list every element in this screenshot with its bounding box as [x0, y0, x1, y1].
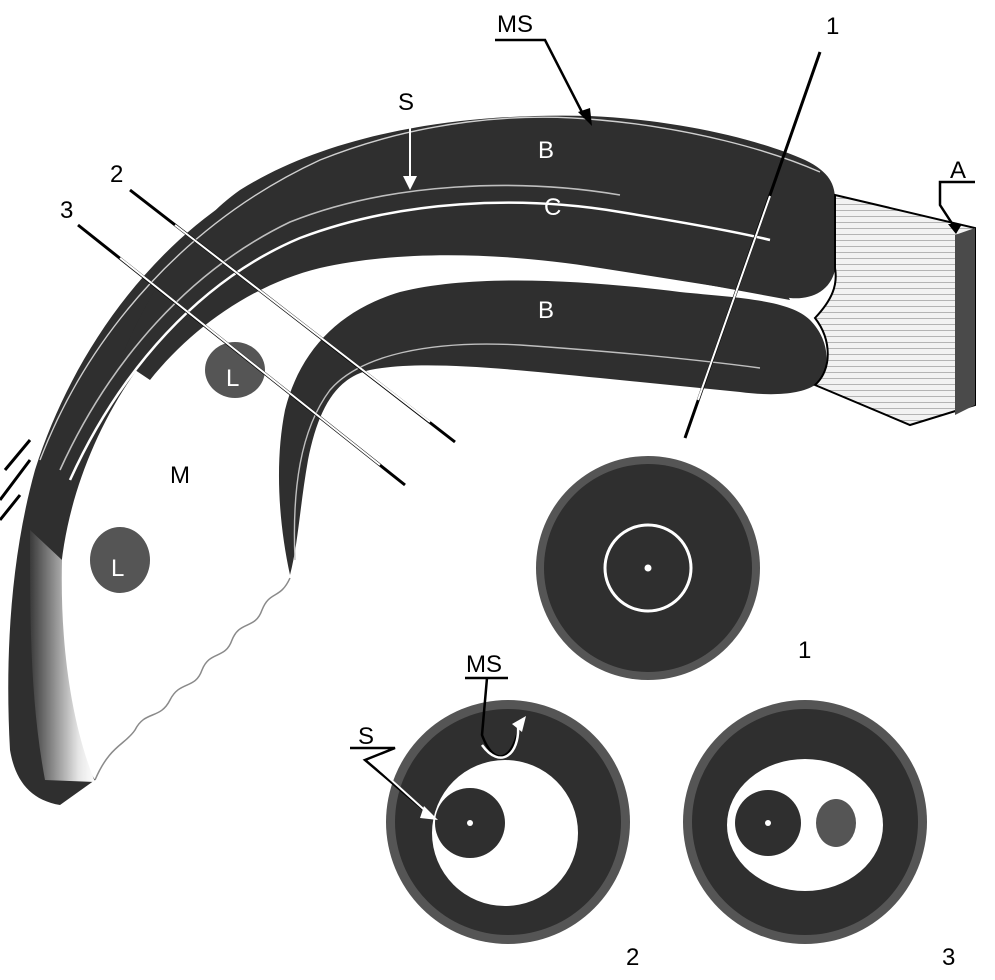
label-m-matrix: M: [170, 462, 190, 489]
label-plane-3: 3: [60, 197, 73, 224]
label-l-upper: L: [226, 365, 239, 392]
label-section-3: 3: [942, 944, 955, 971]
left-tip: [30, 530, 95, 782]
label-a-end: A: [950, 157, 966, 184]
label-b-upper: B: [538, 137, 554, 164]
ms-leader: [495, 40, 585, 118]
tear-line: [95, 578, 290, 780]
left-edge-arrows: [0, 440, 30, 520]
label-b-lower: B: [538, 297, 554, 324]
longitudinal-section: [0, 116, 975, 805]
root-block-a-face: [955, 228, 975, 415]
label-section-1: 1: [798, 637, 811, 664]
label-plane-2: 2: [110, 161, 123, 188]
label-c-center: C: [544, 194, 561, 221]
cross-section-3: [683, 700, 927, 944]
cross-section-2: [350, 678, 630, 944]
label-section-2: 2: [626, 944, 639, 971]
label-ms-section2: MS: [466, 651, 502, 678]
label-s-top: S: [398, 89, 414, 116]
label-ms-top: MS: [497, 11, 533, 38]
cross-section-1: [536, 456, 760, 680]
root-block-a: [815, 195, 975, 425]
label-l-lower: L: [111, 555, 124, 582]
label-plane-1: 1: [826, 13, 839, 40]
label-s-section2: S: [358, 723, 374, 750]
